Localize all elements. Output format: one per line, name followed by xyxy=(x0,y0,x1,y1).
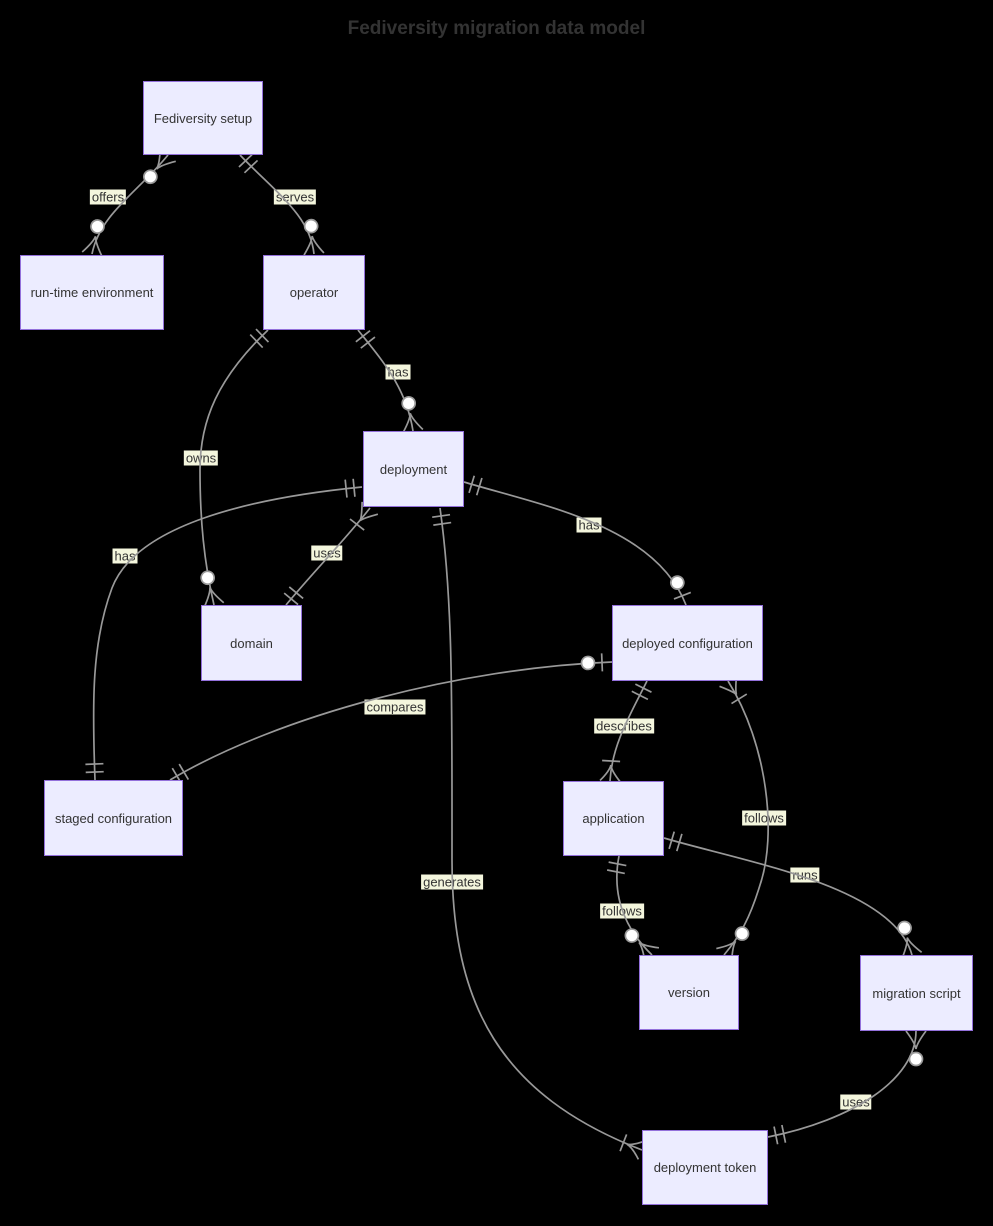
entity-fediversity-setup: Fediversity setup xyxy=(143,81,263,155)
edge-offers xyxy=(81,148,176,257)
entity-deployment-token: deployment token xyxy=(642,1130,768,1205)
edge-serves xyxy=(238,154,325,256)
edge-describes xyxy=(599,680,652,783)
entity-domain: domain xyxy=(201,605,302,681)
entity-deployed-configuration: deployed configuration xyxy=(612,605,763,681)
entity-staged-configuration: staged configuration xyxy=(44,780,183,856)
diagram-title: Fediversity migration data model xyxy=(347,18,646,39)
entity-run-time-environment: run-time environment xyxy=(20,255,164,330)
edge-runs xyxy=(663,831,923,958)
edge-owns xyxy=(199,328,270,608)
entity-operator: operator xyxy=(263,255,365,330)
entity-migration-script: migration script xyxy=(860,955,973,1031)
edge-uses-token xyxy=(767,1030,927,1145)
edge-uses-domain xyxy=(283,501,379,606)
edge-follows-application xyxy=(606,855,660,963)
relationship-label-follows-deployed: follows xyxy=(742,810,786,826)
entity-application: application xyxy=(563,781,664,856)
edge-generates xyxy=(432,507,646,1160)
edge-has-deployment xyxy=(355,329,424,433)
entity-deployment: deployment xyxy=(363,431,464,507)
edge-has-deployed-config xyxy=(463,475,692,606)
entity-version: version xyxy=(639,955,739,1030)
edge-has-staged-config xyxy=(85,478,363,781)
edge-follows-deployed xyxy=(716,675,769,962)
